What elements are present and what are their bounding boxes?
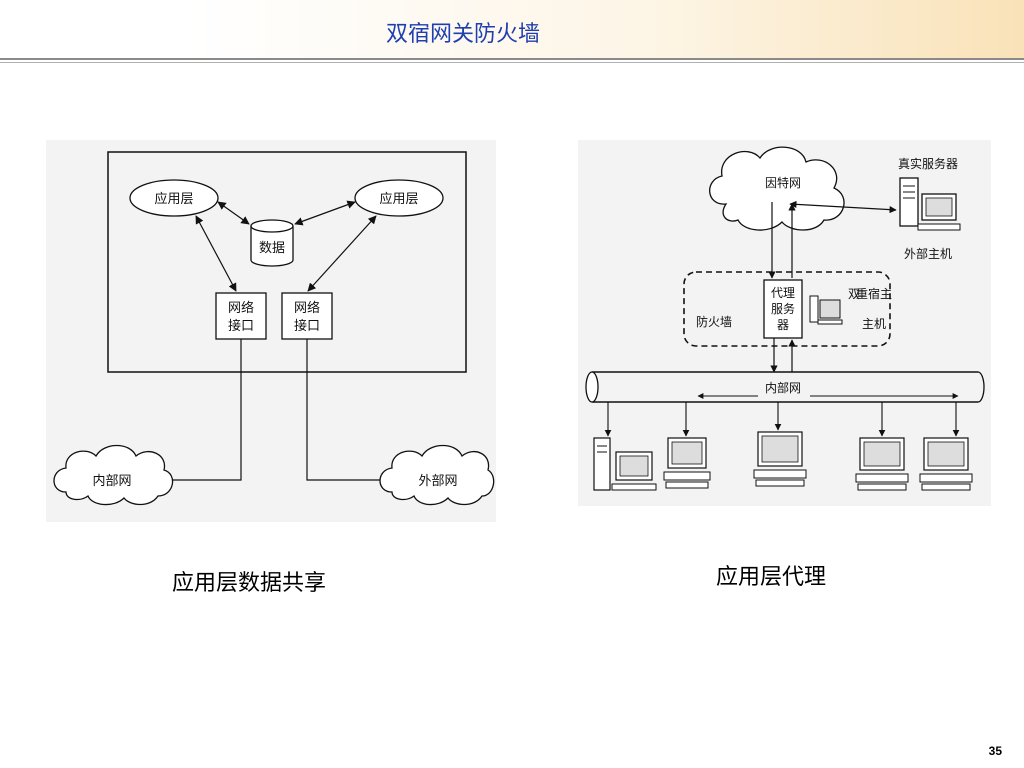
internet-label: 因特网 bbox=[765, 175, 801, 190]
link-netif-right-to-external bbox=[306, 339, 382, 481]
app-layer-left-node bbox=[129, 179, 219, 217]
dual-host-col2: 重宿主 bbox=[856, 286, 892, 301]
external-host-label: 外部主机 bbox=[904, 246, 952, 261]
workstation-3-icon bbox=[753, 431, 807, 487]
workstation-4-icon bbox=[855, 437, 909, 491]
left-diagram-caption: 应用层数据共享 bbox=[172, 571, 327, 596]
workstation-2-icon bbox=[663, 437, 711, 489]
header-band bbox=[190, 0, 1024, 58]
netif-right-line2: 接口 bbox=[294, 318, 320, 334]
arrow-app-left-to-data bbox=[217, 201, 250, 225]
host-box bbox=[107, 151, 467, 373]
dual-host-col3: 主机 bbox=[862, 317, 886, 331]
internal-net-label: 内部网 bbox=[92, 473, 131, 489]
data-store-cylinder bbox=[250, 219, 294, 267]
netif-right-line1: 网络 bbox=[294, 300, 320, 316]
app-layer-proxy-diagram: 因特网 真实服务器 外部主机 防火墙 代理 服务 器 双 重宿主 主 bbox=[578, 140, 991, 506]
header-divider bbox=[0, 58, 1024, 60]
data-store-label: 数据 bbox=[259, 241, 285, 256]
arrow-app-right-to-data bbox=[294, 200, 356, 226]
real-server-label: 真实服务器 bbox=[898, 156, 958, 171]
internal-net-cloud bbox=[53, 444, 174, 506]
external-net-cloud bbox=[379, 444, 495, 506]
proxy-line3: 器 bbox=[777, 318, 789, 332]
internal-net-label-right: 内部网 bbox=[765, 380, 801, 395]
header-divider-thin bbox=[0, 62, 1024, 63]
proxy-server-box bbox=[763, 279, 803, 339]
app-layer-right-label: 应用层 bbox=[379, 191, 418, 207]
dual-homed-host-icon bbox=[809, 295, 843, 325]
workstation-5-icon bbox=[919, 437, 973, 491]
internal-network-bus bbox=[585, 371, 985, 403]
arrow-app-left-to-netif bbox=[195, 215, 237, 292]
app-layer-right-node bbox=[354, 179, 444, 217]
right-diagram-caption: 应用层代理 bbox=[716, 565, 827, 590]
dual-host-col1: 双 bbox=[848, 287, 860, 301]
link-netif-left-to-internal bbox=[164, 339, 242, 481]
page-number: 35 bbox=[988, 744, 1002, 758]
proxy-line2: 服务 bbox=[771, 301, 795, 316]
left-diagram-svg: 应用层 应用层 数据 网络 接口 网络 接口 内部网 外部网 bbox=[53, 151, 495, 506]
app-layer-left-label: 应用层 bbox=[154, 191, 193, 207]
firewall-label: 防火墙 bbox=[696, 314, 732, 329]
netif-left-line1: 网络 bbox=[228, 300, 254, 316]
network-interface-left bbox=[215, 292, 267, 340]
arrow-internet-to-server bbox=[789, 200, 897, 214]
workstation-1-icon bbox=[593, 437, 657, 491]
slide-title: 双宿网关防火墙 bbox=[386, 22, 541, 47]
external-host-computer-icon bbox=[899, 177, 961, 231]
arrow-app-right-to-netif bbox=[307, 215, 377, 292]
proxy-line1: 代理 bbox=[771, 286, 795, 300]
app-layer-data-sharing-diagram: 应用层 应用层 数据 网络 接口 网络 接口 内部网 外部网 bbox=[46, 140, 496, 522]
netif-left-line2: 接口 bbox=[228, 318, 254, 334]
firewall-boundary bbox=[683, 271, 891, 347]
external-net-label: 外部网 bbox=[418, 474, 457, 489]
right-diagram-svg: 因特网 真实服务器 外部主机 防火墙 代理 服务 器 双 重宿主 主 bbox=[585, 146, 985, 491]
